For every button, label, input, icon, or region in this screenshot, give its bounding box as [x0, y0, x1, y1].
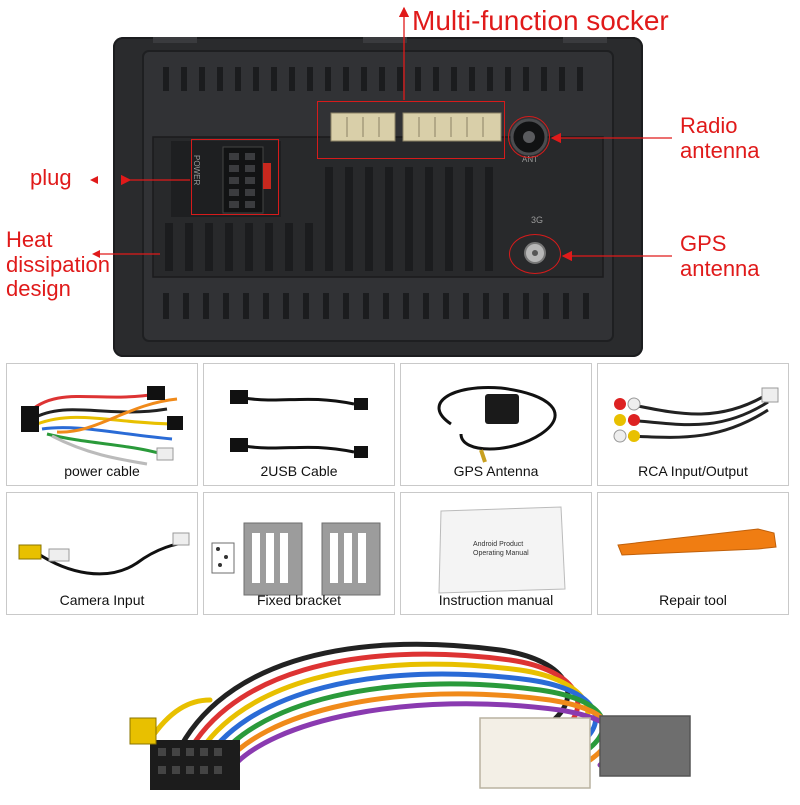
plug-highlight	[191, 139, 279, 215]
manual-title-line2: Operating Manual	[473, 550, 529, 557]
accessory-grid: power cable 2USB Cable GPS Antenna	[6, 363, 794, 615]
accessory-repair-tool: Repair tool	[597, 492, 789, 615]
manual-icon	[438, 506, 566, 594]
heat-dissipation-label: Heat dissipation design	[6, 227, 110, 302]
accessory-label: Instruction manual	[438, 592, 554, 608]
camera-cable-icon	[18, 532, 190, 576]
gps-antenna-label: GPS antenna	[680, 231, 760, 281]
accessory-gps-antenna: GPS Antenna	[400, 363, 592, 486]
manual-title-line1: Android Product	[473, 541, 524, 548]
accessory-rca-cable: RCA Input/Output	[597, 363, 789, 486]
accessory-label: Fixed bracket	[256, 592, 342, 608]
head-unit-rear-panel-icon	[142, 33, 614, 342]
accessory-instruction-manual: Android Product Operating Manual Instruc…	[400, 492, 592, 615]
head-unit-rear-photo: POWER 3G ANT Multi-function socker Radio…	[0, 0, 800, 360]
wiring-harness-icon	[129, 641, 691, 790]
power-cable-icon	[21, 386, 183, 466]
radio-antenna-highlight	[508, 116, 550, 158]
pry-tool-icon	[617, 528, 777, 556]
usb-cable-icon	[230, 390, 368, 458]
multi-function-highlight	[317, 101, 505, 159]
accessory-label: GPS Antenna	[453, 463, 539, 479]
accessory-camera-input: Camera Input	[6, 492, 198, 615]
accessory-usb-cable: 2USB Cable	[203, 363, 395, 486]
accessory-fixed-bracket: Fixed bracket	[203, 492, 395, 615]
radio-antenna-label: Radio antenna	[680, 113, 760, 163]
bracket-icon	[211, 522, 381, 596]
ant-marking: ANT	[522, 155, 538, 164]
accessory-label: Repair tool	[659, 592, 727, 608]
accessory-label: Camera Input	[59, 592, 145, 608]
three-g-marking: 3G	[531, 215, 544, 225]
gps-antenna-highlight	[509, 234, 561, 274]
accessory-power-cable: power cable	[6, 363, 198, 486]
rca-cable-icon	[613, 387, 779, 443]
head-unit-body: POWER 3G ANT	[113, 33, 643, 357]
callout-arrows-icon	[90, 6, 672, 262]
gps-antenna-icon	[437, 385, 557, 463]
wiring-harness-photo	[110, 620, 730, 800]
accessory-label: 2USB Cable	[260, 463, 338, 479]
accessory-label: RCA Input/Output	[638, 463, 748, 479]
multi-function-socket-label: Multi-function socker	[412, 5, 669, 36]
accessory-label: power cable	[64, 463, 140, 479]
plug-label: plug	[30, 165, 72, 190]
